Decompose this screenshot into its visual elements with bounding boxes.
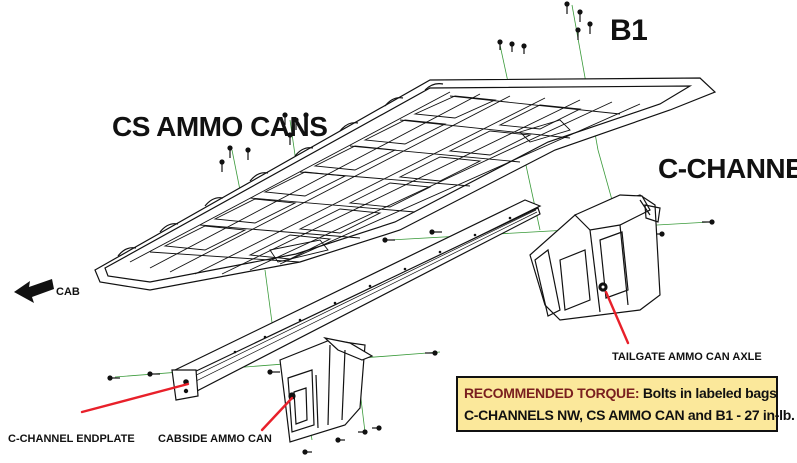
tailgate-ammo-can (529, 194, 661, 321)
label-tailgate-ammo-can-axle: TAILGATE AMMO CAN AXLE (612, 351, 762, 363)
recommended-torque-box: RECOMMENDED TORQUE: Bolts in labeled bag… (456, 376, 795, 432)
cab-arrow-icon (14, 279, 54, 303)
label-cs-ammo-cans: CS AMMO CANS (112, 111, 327, 142)
torque-title: RECOMMENDED TORQUE: (464, 385, 640, 401)
torque-line-1-text: Bolts in labeled bags (642, 385, 777, 401)
label-cab: CAB (56, 286, 80, 298)
torque-line-2: C-CHANNELS NW, CS AMMO CAN and B1 - 27 i… (464, 407, 795, 423)
label-b1: B1 (610, 14, 647, 47)
label-c-channel: C-CHANNEL (658, 153, 797, 184)
bolts (107, 1, 715, 455)
callout-c-channel-endplate (80, 382, 190, 414)
label-c-channel-endplate: C-CHANNEL ENDPLATE (8, 433, 135, 445)
torque-line-1: RECOMMENDED TORQUE: Bolts in labeled bag… (464, 382, 777, 404)
callout-lines (80, 290, 630, 432)
cabside-ammo-can (279, 336, 374, 443)
cargo-rack (94, 77, 717, 291)
callout-tailgate-axle (604, 290, 630, 345)
callout-cabside-ammo-can (260, 396, 294, 432)
label-cabside-ammo-can: CABSIDE AMMO CAN (158, 433, 272, 445)
cargo-rack-grid (129, 91, 641, 275)
